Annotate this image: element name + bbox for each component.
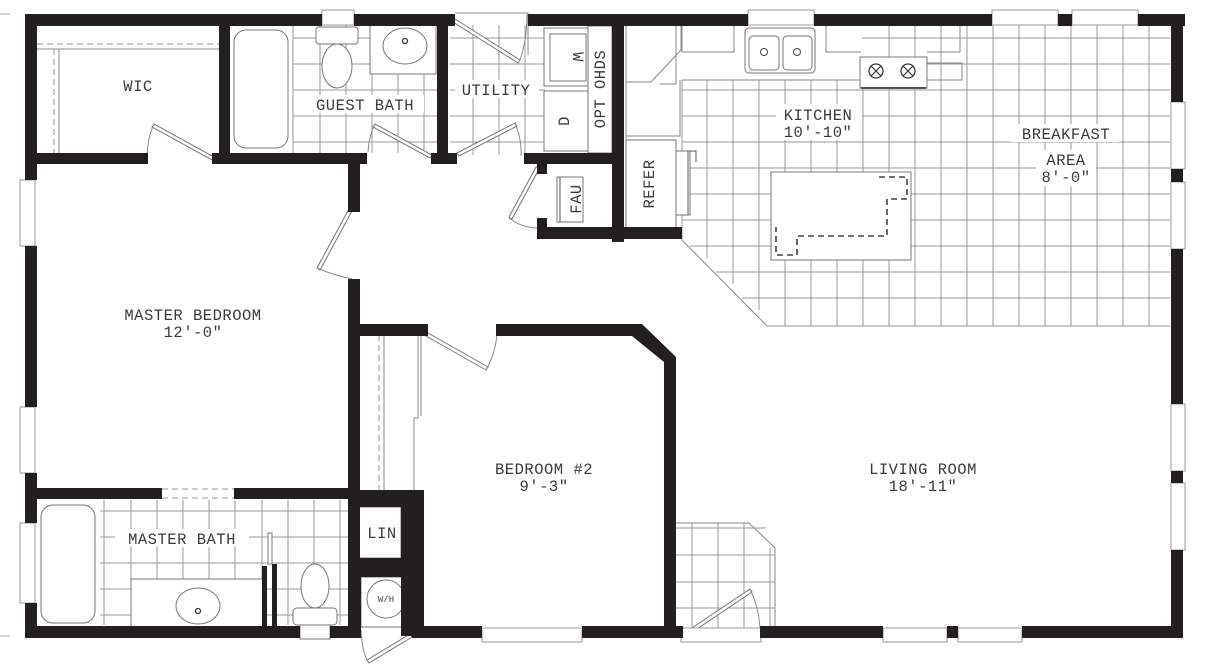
island-outline [775, 176, 908, 256]
master-toilet-bowl [300, 563, 330, 609]
window-east-4 [1170, 482, 1186, 551]
room-label-kitchen: KITCHEN [784, 107, 853, 125]
window-breakfast-2 [1071, 9, 1139, 26]
cooktop [859, 56, 928, 89]
room-label-utility: UTILITY [462, 82, 531, 100]
dryer-box [543, 90, 589, 152]
washer-label: W [568, 52, 586, 62]
water-heater-label: W/H [378, 595, 394, 605]
fau-unit [556, 176, 584, 223]
guest-bath-tub [233, 29, 289, 149]
upper-counter [681, 25, 735, 53]
window-living-2 [957, 627, 1023, 643]
window-east-3 [1170, 403, 1186, 472]
walls [25, 14, 1185, 638]
refer-label: REFER [641, 159, 659, 208]
window-east-1 [1170, 101, 1186, 170]
refrigerator [625, 139, 677, 229]
room-dim-master-bedroom: 12'-0" [164, 324, 223, 342]
room-label-master-bedroom: MASTER BEDROOM [124, 307, 261, 325]
guest-toilet-tank [315, 26, 359, 45]
room-dim-breakfast: 8'-0" [1041, 169, 1090, 187]
master-bath-tub [40, 504, 96, 624]
opt-ohds-shelf [587, 25, 613, 154]
room-dim-bedroom-2: 9'-3" [519, 478, 568, 496]
dryer-label: D [556, 116, 574, 126]
master-toilet-tank [292, 607, 338, 626]
fau-label: FAU [568, 184, 586, 213]
range-oven-side [675, 150, 691, 216]
room-label-wic: WIC [123, 78, 152, 96]
master-sink-icon [175, 587, 221, 625]
room-label-living-room: LIVING ROOM [869, 461, 977, 479]
window-guest-bath [321, 9, 355, 26]
kitchen-island [770, 171, 912, 261]
room-dim-kitchen: 10'-10" [784, 124, 853, 142]
room-label-breakfast: BREAKFAST [1022, 126, 1110, 144]
window-bedroom-2 [481, 627, 583, 643]
room-label-master-bath: MASTER BATH [128, 531, 236, 549]
window-master-2 [19, 406, 36, 474]
entry-tile [676, 522, 776, 630]
window-living-1 [882, 627, 948, 643]
kitchen-tile-edge [681, 239, 768, 327]
room-label-bedroom-2: BEDROOM #2 [495, 461, 593, 479]
entry-threshold [680, 627, 762, 643]
window-master-1 [19, 179, 36, 247]
window-master-bath [19, 522, 36, 604]
burner-icon [868, 63, 916, 79]
room-label-breakfast-area: AREA [1046, 152, 1085, 170]
closet-door [413, 335, 422, 492]
opt-ohds-label: OPT OHDS [592, 50, 610, 128]
room-label-linen: LIN [367, 525, 396, 543]
room-labels: WIC GUEST BATH UTILITY KITCHEN 10'-10" B… [115, 50, 1119, 605]
window-east-2 [1170, 181, 1186, 250]
guest-sink-icon [382, 27, 428, 65]
window-kitchen [747, 9, 815, 26]
room-label-guest-bath: GUEST BATH [316, 97, 414, 115]
windows [19, 9, 1186, 643]
window-breakfast-1 [991, 9, 1059, 26]
guest-toilet-bowl [321, 43, 353, 89]
room-dim-living-room: 18'-11" [889, 478, 958, 496]
